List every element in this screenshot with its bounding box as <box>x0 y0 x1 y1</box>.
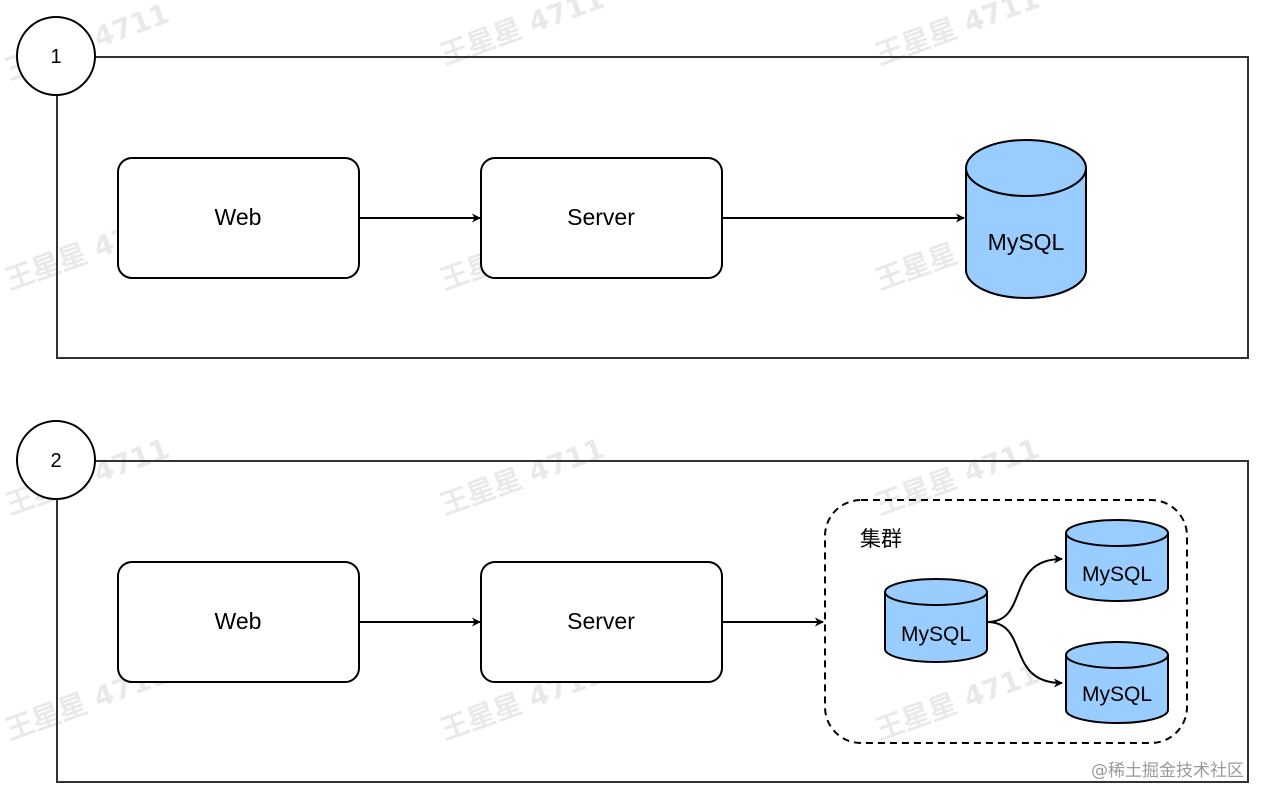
server-node-label: Server <box>567 608 635 634</box>
panel-1-frame <box>56 56 1249 359</box>
database-cylinder-rim <box>884 591 988 606</box>
panel-2-frame <box>56 460 1249 783</box>
mysql-database: MySQL <box>965 139 1087 299</box>
web-node-label: Web <box>215 204 262 230</box>
cluster-boundary <box>824 499 1188 744</box>
web-node-label: Web <box>215 608 262 634</box>
replica-mysql-database-1: MySQL <box>1065 519 1169 602</box>
watermark: 王星星 4711 <box>871 657 1044 747</box>
replica-1-mysql-label: MySQL <box>1082 563 1152 586</box>
panel-1: 1 Web Server MySQL <box>16 16 1249 359</box>
database-cylinder-rim <box>1065 532 1169 547</box>
database-cylinder-rim <box>965 167 1087 197</box>
source-credit: @稀土掘金技术社区 <box>1091 761 1244 781</box>
database-cylinder <box>884 578 988 663</box>
database-cylinder <box>1065 519 1169 602</box>
watermark: 王星星 4711 <box>436 0 609 72</box>
replica-2-mysql-label: MySQL <box>1082 683 1152 706</box>
replication-arrow-1 <box>986 554 1063 623</box>
database-cylinder <box>965 139 1087 299</box>
cluster-label: 集群 <box>860 528 902 551</box>
primary-mysql-label: MySQL <box>901 623 971 646</box>
panel-1-number: 1 <box>50 46 61 68</box>
watermark: 王星星 4711 <box>871 0 1044 72</box>
panel-1-number-badge <box>16 16 96 96</box>
watermark: 王星星 4711 <box>436 432 609 522</box>
database-cylinder <box>1065 641 1169 724</box>
watermark: 王星星 4711 <box>871 432 1044 522</box>
replication-arrow-2 <box>986 621 1063 688</box>
panel-2-number: 2 <box>50 450 61 472</box>
mysql-label: MySQL <box>988 229 1065 255</box>
database-cylinder-rim <box>1065 654 1169 669</box>
panel-2: 2 Web Server 集群 MySQL MySQL <box>16 420 1249 783</box>
mysql-cluster: 集群 MySQL MySQL MySQL <box>824 499 1188 744</box>
replica-mysql-database-2: MySQL <box>1065 641 1169 724</box>
server-node-label: Server <box>567 204 635 230</box>
primary-mysql-database: MySQL <box>884 578 988 663</box>
panel-2-number-badge <box>16 420 96 500</box>
